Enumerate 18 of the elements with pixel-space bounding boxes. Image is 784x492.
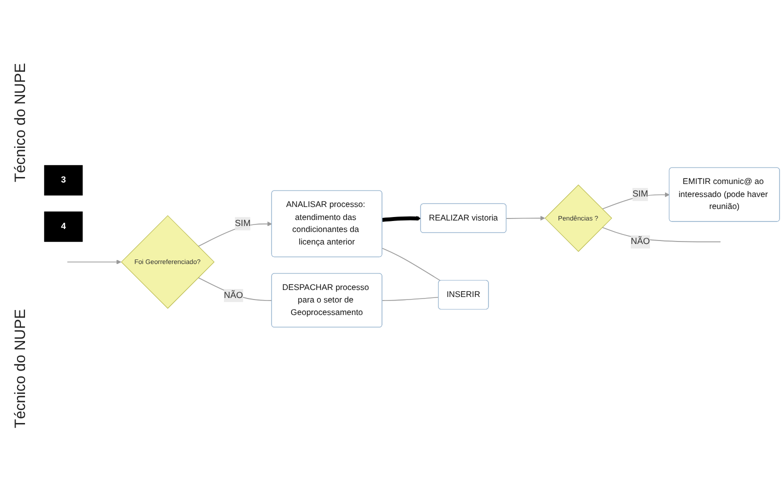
connector-line (602, 226, 721, 242)
lane-label: Técnico do NUPE (12, 309, 28, 429)
task-text: EMITIR comunic@ ao interessado (pode haver reunião) (668, 167, 780, 222)
lane-label: Técnico do NUPE (12, 63, 28, 183)
arrow (66, 259, 122, 264)
task-text: INSERIR (438, 280, 489, 310)
connector-line (382, 296, 440, 301)
arrow (602, 192, 670, 210)
connector-line (382, 248, 441, 281)
task-text: REALIZAR vistoria (420, 203, 506, 233)
arrow (198, 221, 272, 246)
step-number-box: 4 (44, 211, 83, 242)
connector-line (198, 276, 272, 301)
arrow (382, 216, 422, 222)
arrow (506, 215, 546, 220)
task-text: DESPACHAR processo para o setor de Geoprocessamento (271, 272, 382, 328)
step-number-box: 3 (44, 164, 83, 196)
task-text: ANALISAR processo: atendimento das condicionantes da licença anterior (271, 190, 382, 257)
